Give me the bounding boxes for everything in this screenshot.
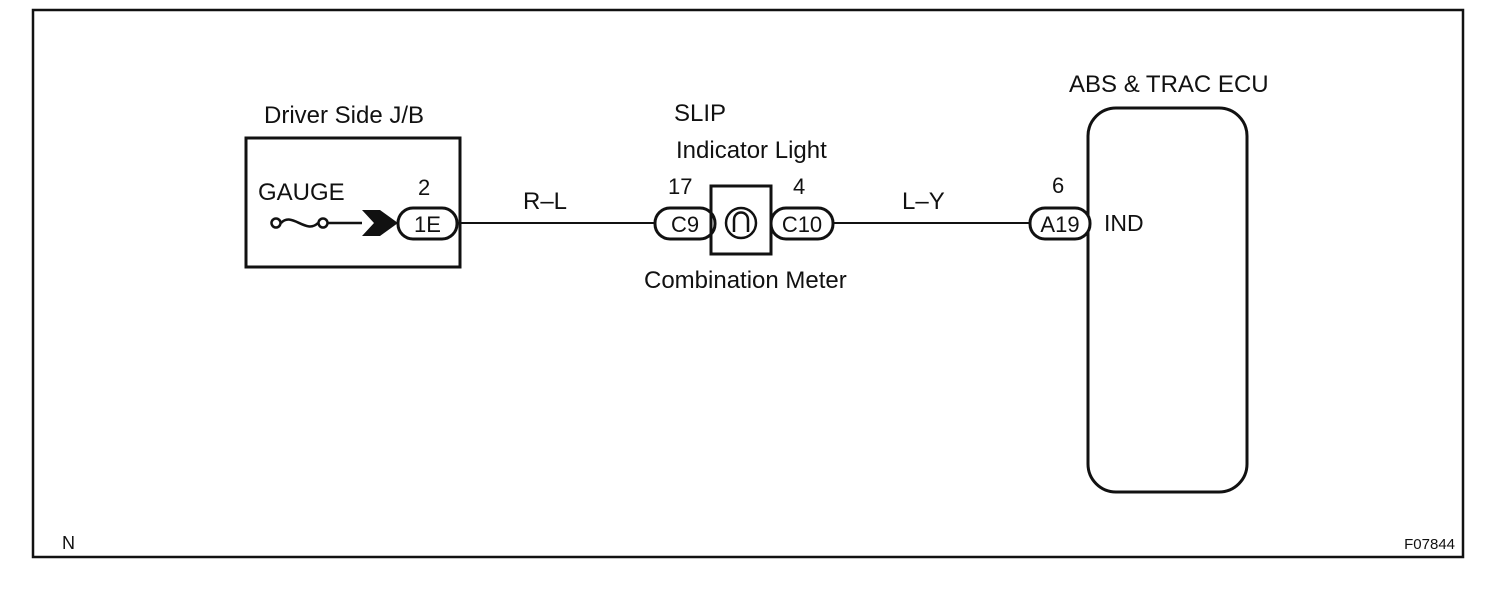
ecu-title: ABS & TRAC ECU bbox=[1069, 71, 1269, 98]
jb-box bbox=[244, 136, 462, 269]
wire-l-y-label: L–Y bbox=[902, 188, 945, 215]
fuse-icon bbox=[270, 217, 362, 229]
diagram-frame bbox=[31, 8, 1465, 559]
jb-pin-number: 2 bbox=[418, 175, 430, 200]
meter-pin-left: 17 bbox=[668, 174, 692, 199]
meter-pin-right: 4 bbox=[793, 174, 805, 199]
indicator-bulb-icon bbox=[724, 206, 758, 240]
connector-a19-label: A19 bbox=[1040, 212, 1079, 237]
slip-title: SLIP bbox=[674, 100, 726, 127]
indicator-light-title: Indicator Light bbox=[676, 137, 827, 164]
ecu-box bbox=[1086, 106, 1249, 494]
connector-c9-shape bbox=[653, 206, 717, 241]
connector-c9-label: C9 bbox=[671, 212, 699, 237]
ecu-terminal-ind: IND bbox=[1104, 210, 1144, 236]
male-connector-arrow-icon bbox=[362, 210, 398, 236]
connector-a19-shape bbox=[1028, 206, 1092, 241]
combination-meter-label: Combination Meter bbox=[644, 267, 847, 294]
jb-title: Driver Side J/B bbox=[264, 102, 424, 129]
connector-1e-label: 1E bbox=[414, 212, 441, 237]
corner-mark: N bbox=[62, 533, 75, 553]
fuse-label: GAUGE bbox=[258, 179, 345, 206]
ecu-pin-number: 6 bbox=[1052, 173, 1064, 198]
wire-r-l-label: R–L bbox=[523, 188, 567, 215]
figure-code: F07844 bbox=[1404, 536, 1455, 553]
connector-c10-label: C10 bbox=[782, 212, 822, 237]
